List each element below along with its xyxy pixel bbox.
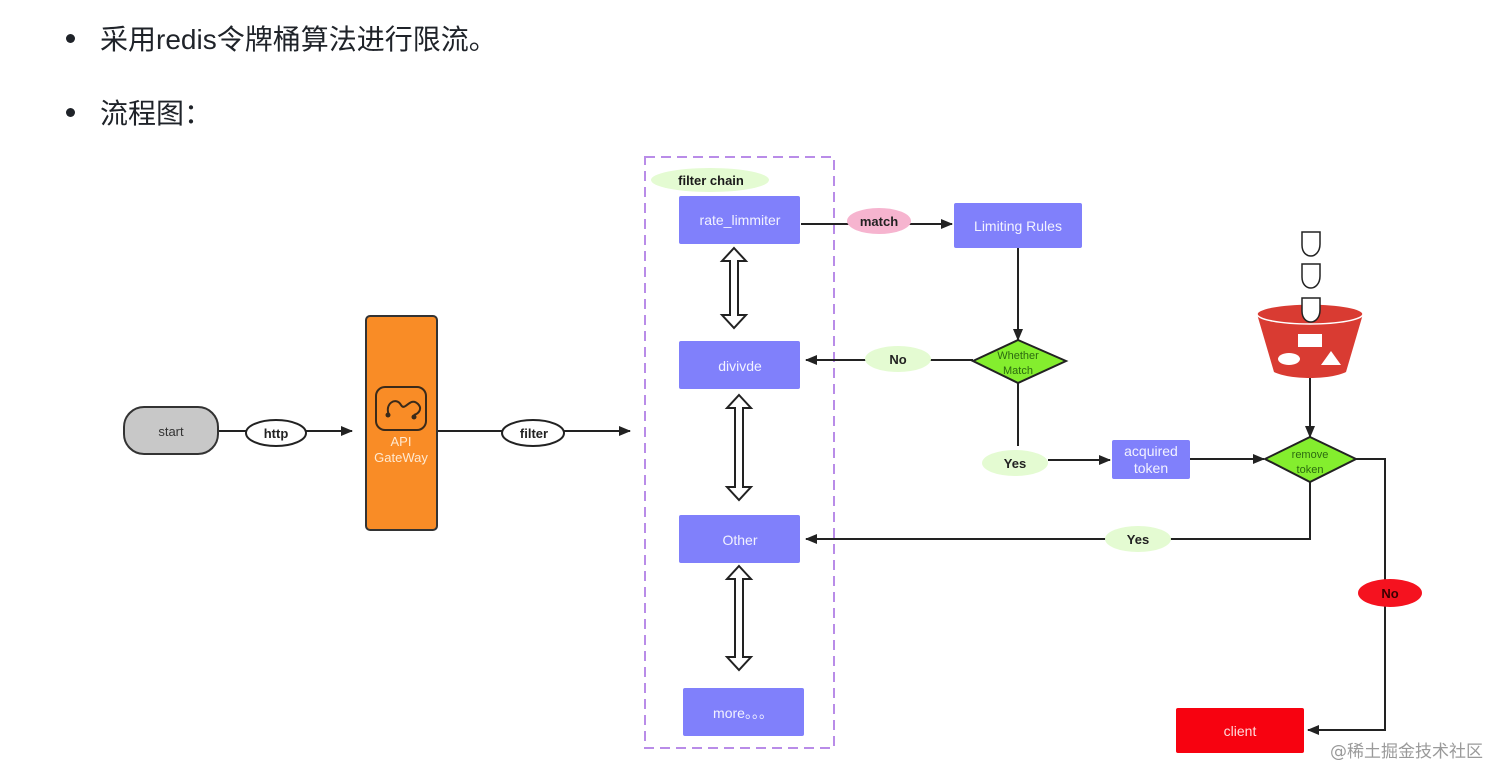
- filter-chain-label-bubble: [651, 168, 769, 192]
- whether-match-label-line1: Whether: [997, 350, 1039, 362]
- more-label: more。。。: [713, 705, 773, 721]
- remove-token-decision: [1262, 435, 1359, 484]
- watermark: @稀土掘金技术社区: [1330, 742, 1483, 762]
- other-node: [679, 515, 800, 563]
- acquired-token-label-line1: acquired: [1124, 443, 1178, 459]
- other-label: Other: [722, 532, 757, 548]
- edge-label-yes-token-bubble: [1105, 526, 1171, 552]
- start-node-label: start: [158, 424, 184, 439]
- filter-chain-container: [644, 156, 835, 749]
- double-arrow-rate-limiter-divide: [719, 246, 749, 330]
- edge-label-yes-match: Yes: [1004, 456, 1026, 471]
- filter-chain-label: filter chain: [678, 173, 744, 188]
- whether-match-label-line2: Match: [1003, 365, 1033, 377]
- rate-limiter-node: [679, 196, 800, 244]
- limiting-rules-node: [954, 203, 1082, 248]
- edge-label-no-token-bubble: [1358, 579, 1422, 607]
- edge-label-yes-token: Yes: [1127, 532, 1149, 547]
- edge-label-match-bubble: [847, 208, 911, 234]
- limiting-rules-label: Limiting Rules: [974, 218, 1062, 234]
- more-node: [683, 688, 804, 736]
- edge-remove-yes-to-other: [805, 481, 1311, 544]
- edge-label-no-token: No: [1381, 586, 1398, 601]
- whether-match-decision: [970, 338, 1069, 385]
- api-gateway-node: [365, 315, 438, 531]
- token-drop-icons: [1301, 231, 1321, 323]
- edge-label-filter: filter: [520, 426, 548, 441]
- acquired-token-node: [1112, 440, 1190, 479]
- double-arrow-divide-other: [724, 393, 754, 502]
- bullet-item-flowchart: 流程图：: [66, 92, 212, 132]
- edge-label-filter-bubble: [501, 419, 565, 447]
- edge-label-no-match: No: [889, 352, 906, 367]
- bullet-text: 采用redis令牌桶算法进行限流。: [100, 24, 497, 55]
- edge-label-match: match: [860, 214, 898, 229]
- edge-label-http: http: [264, 426, 289, 441]
- api-gateway-label-line1: API: [391, 434, 412, 449]
- bullet-item-redis-token-bucket: 采用redis令牌桶算法进行限流。: [66, 18, 497, 58]
- bullet-dot: [66, 33, 75, 43]
- api-gateway-label-line2: GateWay: [374, 450, 428, 465]
- divide-label: divivde: [718, 358, 762, 374]
- remove-token-label-line1: remove: [1292, 449, 1329, 461]
- edge-label-no-match-bubble: [865, 346, 931, 372]
- edge-label-http-bubble: [245, 419, 307, 447]
- divide-node: [679, 341, 800, 389]
- acquired-token-label-line2: token: [1134, 460, 1168, 476]
- rate-limiter-label: rate_limmiter: [700, 212, 781, 228]
- remove-token-label-line2: token: [1297, 464, 1324, 476]
- client-label: client: [1224, 723, 1257, 739]
- bullet-dot: [66, 107, 75, 117]
- gateway-cloud-icon: [375, 386, 427, 431]
- bullet-text: 流程图：: [100, 98, 213, 129]
- client-node: [1176, 708, 1304, 753]
- double-arrow-other-more: [724, 564, 754, 672]
- edge-label-yes-match-bubble: [982, 450, 1048, 476]
- start-node: [123, 406, 219, 455]
